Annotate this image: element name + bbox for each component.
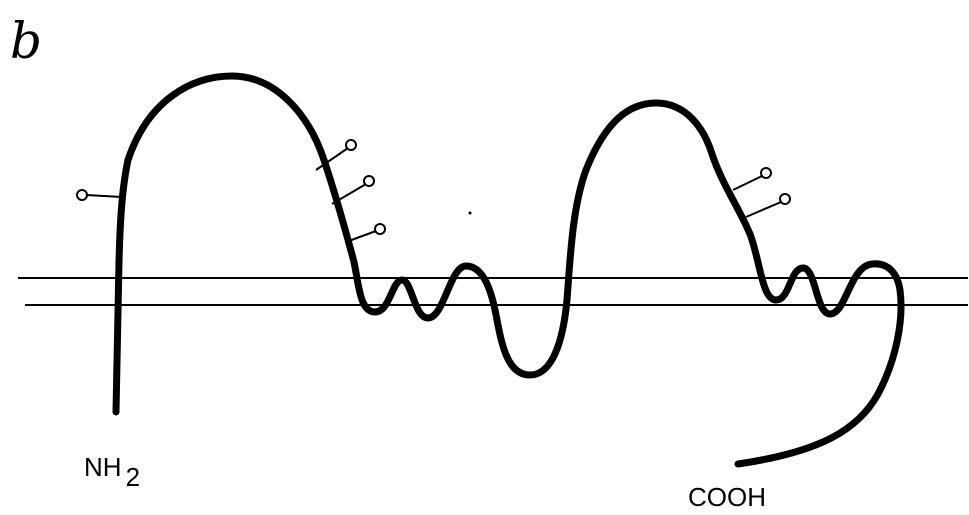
n-terminus-prefix: NH: [84, 452, 122, 482]
glycosylation-site: [732, 167, 772, 191]
glycosylation-site: [76, 189, 123, 201]
glycosylation-site: [315, 139, 357, 171]
polypeptide-chain: [112, 72, 905, 468]
glycosylation-site: [345, 223, 386, 243]
sugar-marker-icon: [779, 193, 791, 205]
sugar-marker-icon: [76, 189, 88, 201]
sugar-marker-icon: [760, 167, 772, 179]
sugar-marker-icon: [363, 175, 375, 187]
glycosylation-site: [331, 175, 375, 205]
speck: [468, 211, 472, 215]
glycosylation-site: [745, 193, 791, 218]
sugar-marker-icon: [374, 223, 386, 235]
n-terminus-subscript: 2: [126, 462, 140, 492]
panel-label: b: [10, 12, 42, 70]
sugar-marker-icon: [345, 139, 357, 151]
c-terminus-label: COOH: [688, 482, 766, 512]
